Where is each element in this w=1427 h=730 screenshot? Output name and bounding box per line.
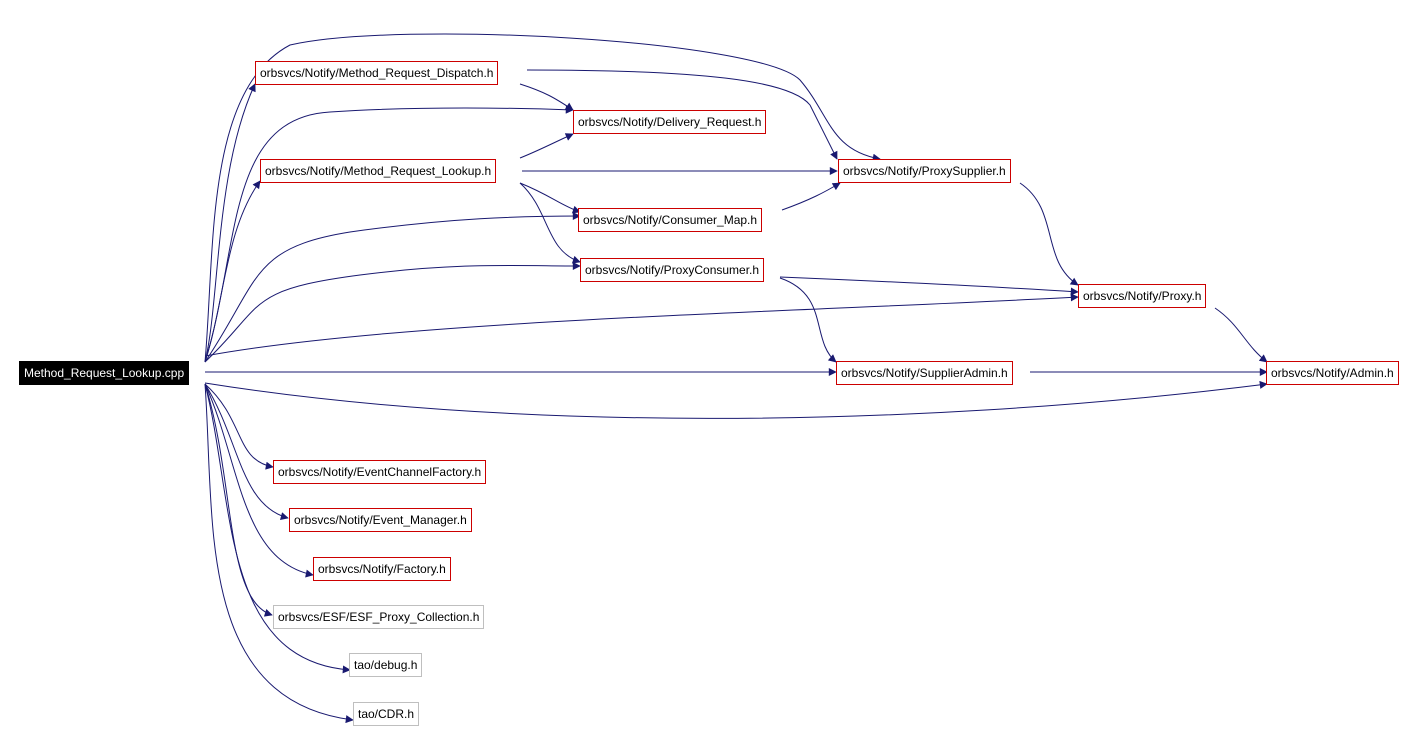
node-supplieradmin-h[interactable]: orbsvcs/Notify/SupplierAdmin.h xyxy=(836,361,1013,385)
edge-root-esfcollection xyxy=(204,383,273,617)
node-method-request-lookup-h[interactable]: orbsvcs/Notify/Method_Request_Lookup.h xyxy=(260,159,497,183)
edge-root-ecfactory xyxy=(204,383,274,470)
edge-proxysupplier-proxy xyxy=(1019,182,1079,286)
node-esf-proxy-collection-h: orbsvcs/ESF/ESF_Proxy_Collection.h xyxy=(273,605,485,629)
edge-root-consumermap xyxy=(204,212,581,363)
edge-proxy-admin xyxy=(1214,307,1268,363)
node-proxy-h[interactable]: orbsvcs/Notify/Proxy.h xyxy=(1078,284,1207,308)
edge-lookup-proxyconsumer xyxy=(519,182,581,264)
node-tao-debug-h: tao/debug.h xyxy=(349,653,423,677)
node-method-request-dispatch-h[interactable]: orbsvcs/Notify/Method_Request_Dispatch.h xyxy=(255,61,499,85)
node-delivery-request-h[interactable]: orbsvcs/Notify/Delivery_Request.h xyxy=(573,110,767,134)
edge-dispatch-delivery xyxy=(519,83,574,111)
edge-dispatch-proxysupplier xyxy=(526,69,838,160)
edge-lookup-consumermap xyxy=(519,182,581,214)
node-eventchannelfactory-h[interactable]: orbsvcs/Notify/EventChannelFactory.h xyxy=(273,460,487,484)
edge-root-factory xyxy=(204,383,314,578)
node-proxyconsumer-h[interactable]: orbsvcs/Notify/ProxyConsumer.h xyxy=(580,258,765,282)
edge-proxyconsumer-proxy xyxy=(779,276,1079,296)
edge-consumermap-proxysupplier xyxy=(781,182,841,211)
edge-root-cdr xyxy=(204,383,354,724)
edge-root-proxysupplier xyxy=(204,33,881,363)
edge-root-delivery xyxy=(204,105,574,363)
node-tao-cdr-h: tao/CDR.h xyxy=(353,702,420,726)
edge-proxyconsumer-supplieradmin xyxy=(779,277,837,363)
edge-lookup-delivery xyxy=(519,133,574,159)
edge-root-debug xyxy=(204,383,351,674)
edge-root-admin xyxy=(204,380,1268,419)
edge-root-eventmanager xyxy=(204,383,289,520)
node-admin-h[interactable]: orbsvcs/Notify/Admin.h xyxy=(1266,361,1399,385)
edge-root-dispatch xyxy=(204,83,256,363)
edge-root-lookup xyxy=(204,180,261,363)
node-factory-h[interactable]: orbsvcs/Notify/Factory.h xyxy=(313,557,451,581)
node-method-request-lookup-cpp: Method_Request_Lookup.cpp xyxy=(19,361,190,385)
edge-root-proxyconsumer xyxy=(204,261,581,363)
node-consumer-map-h[interactable]: orbsvcs/Notify/Consumer_Map.h xyxy=(578,208,763,232)
node-proxysupplier-h[interactable]: orbsvcs/Notify/ProxySupplier.h xyxy=(838,159,1011,183)
node-event-manager-h[interactable]: orbsvcs/Notify/Event_Manager.h xyxy=(289,508,472,532)
edge-root-proxy xyxy=(204,293,1079,357)
